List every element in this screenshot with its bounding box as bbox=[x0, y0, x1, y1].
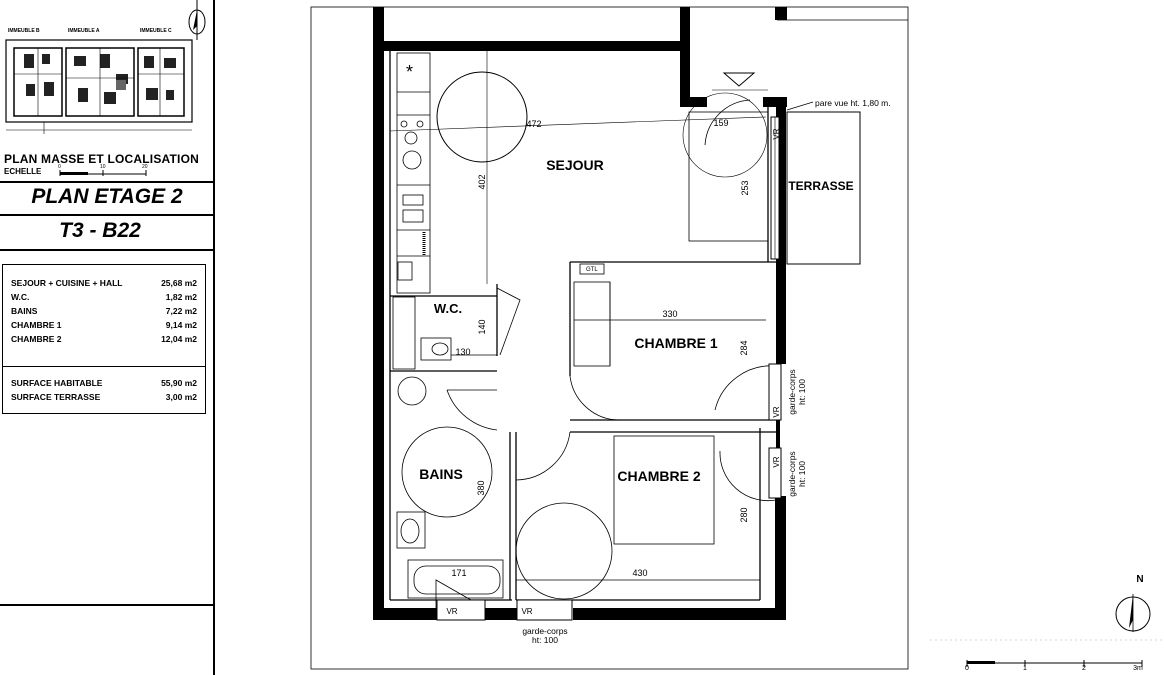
dimension-label: 330 bbox=[662, 309, 677, 319]
siteplan-scale-tick: 20 bbox=[142, 164, 148, 170]
area-row: SEJOUR + CUISINE + HALL 25,68 m2 bbox=[11, 278, 197, 292]
building-label: IMMEUBLE A bbox=[68, 28, 100, 34]
siteplan-drawing bbox=[5, 39, 193, 134]
dimension-label: 472 bbox=[526, 119, 541, 129]
siteplan-compass-icon bbox=[188, 0, 206, 40]
scale-tick: 3m bbox=[1133, 665, 1143, 672]
area-value: 25,68 m2 bbox=[161, 278, 197, 288]
divider bbox=[0, 249, 214, 251]
area-name: SEJOUR + CUISINE + HALL bbox=[11, 278, 123, 288]
panel-right-border bbox=[213, 0, 215, 675]
divider bbox=[0, 181, 214, 183]
dimension-label: 380 bbox=[476, 480, 486, 495]
dimension-label: 171 bbox=[451, 568, 466, 578]
area-table-frame bbox=[2, 264, 206, 414]
siteplan-scale-tick: 0 bbox=[58, 164, 61, 170]
vr-label: VR bbox=[521, 607, 532, 616]
area-row: CHAMBRE 2 12,04 m2 bbox=[11, 334, 197, 348]
scale-tick: 2 bbox=[1082, 665, 1086, 672]
area-value: 7,22 m2 bbox=[165, 306, 197, 316]
total-value: 3,00 m2 bbox=[165, 392, 197, 402]
north-compass-icon: N bbox=[1115, 574, 1151, 632]
divider bbox=[0, 604, 214, 606]
compass-north-label: N bbox=[1136, 574, 1143, 585]
vr-label: VR bbox=[446, 607, 457, 616]
total-name: SURFACE HABITABLE bbox=[11, 378, 103, 388]
area-value: 9,14 m2 bbox=[165, 320, 197, 330]
room-label-bains: BAINS bbox=[419, 466, 463, 482]
dimension-label: 159 bbox=[713, 118, 728, 128]
total-row: SURFACE HABITABLE 55,90 m2 bbox=[11, 378, 197, 392]
siteplan-scale-label: ECHELLE bbox=[4, 167, 42, 176]
total-row: SURFACE TERRASSE 3,00 m2 bbox=[11, 392, 197, 406]
pare-vue-label: pare vue ht. 1,80 m. bbox=[815, 98, 891, 108]
height-label: ht: 100 bbox=[532, 635, 558, 645]
dimension-label: 130 bbox=[455, 347, 470, 357]
building-label: IMMEUBLE C bbox=[140, 28, 172, 34]
area-row: CHAMBRE 1 9,14 m2 bbox=[11, 320, 197, 334]
scale-tick: 0 bbox=[965, 665, 969, 672]
dimension-label: 430 bbox=[632, 568, 647, 578]
floor-title: PLAN ETAGE 2 bbox=[31, 185, 183, 208]
room-label-sejour: SEJOUR bbox=[546, 157, 604, 173]
dimension-label: 402 bbox=[477, 174, 487, 189]
siteplan-scale-tick: 10 bbox=[100, 164, 106, 170]
room-label-terrasse: TERRASSE bbox=[788, 179, 853, 193]
building-label: IMMEUBLE B bbox=[8, 28, 40, 34]
garde-corps-label: garde-corps bbox=[522, 626, 567, 636]
divider bbox=[0, 214, 214, 216]
area-name: W.C. bbox=[11, 292, 30, 302]
dimension-label: 280 bbox=[739, 507, 749, 522]
area-name: CHAMBRE 2 bbox=[11, 334, 62, 344]
area-table: SEJOUR + CUISINE + HALL 25,68 m2 W.C. 1,82… bbox=[11, 278, 197, 348]
garde-corps-label: garde-corps bbox=[787, 451, 797, 496]
area-row: BAINS 7,22 m2 bbox=[11, 306, 197, 320]
vr-label: VR bbox=[772, 456, 781, 467]
height-label: ht: 100 bbox=[797, 379, 807, 405]
star-icon: * bbox=[406, 62, 413, 82]
siteplan-title: PLAN MASSE ET LOCALISATION bbox=[4, 152, 199, 166]
vr-label: VR bbox=[772, 406, 781, 417]
room-label-wc: W.C. bbox=[434, 301, 462, 316]
unit-title: T3 - B22 bbox=[59, 219, 141, 242]
dimension-label: 253 bbox=[740, 180, 750, 195]
scale-tick: 1 bbox=[1023, 665, 1027, 672]
area-value: 1,82 m2 bbox=[165, 292, 197, 302]
dimension-label: 140 bbox=[477, 319, 487, 334]
siteplan: IMMEUBLE B IMMEUBLE A IMMEUBLE C bbox=[4, 28, 209, 150]
totals-table: SURFACE HABITABLE 55,90 m2 SURFACE TERRAS… bbox=[11, 378, 197, 406]
vr-label: VR bbox=[772, 128, 781, 139]
scale-bar: 0 1 2 3m bbox=[965, 660, 1143, 672]
siteplan-scale-bar bbox=[59, 170, 147, 176]
garde-corps-label: garde-corps bbox=[787, 369, 797, 414]
area-name: CHAMBRE 1 bbox=[11, 320, 62, 330]
total-value: 55,90 m2 bbox=[161, 378, 197, 388]
room-label-chambre2: CHAMBRE 2 bbox=[617, 468, 700, 484]
total-name: SURFACE TERRASSE bbox=[11, 392, 101, 402]
room-label-chambre1: CHAMBRE 1 bbox=[634, 335, 717, 351]
area-name: BAINS bbox=[11, 306, 38, 316]
area-value: 12,04 m2 bbox=[161, 334, 197, 344]
dimension-label: 284 bbox=[739, 340, 749, 355]
height-label: ht: 100 bbox=[797, 461, 807, 487]
area-row: W.C. 1,82 m2 bbox=[11, 292, 197, 306]
gtl-label: GTL bbox=[586, 267, 598, 273]
area-table-separator bbox=[2, 366, 205, 367]
